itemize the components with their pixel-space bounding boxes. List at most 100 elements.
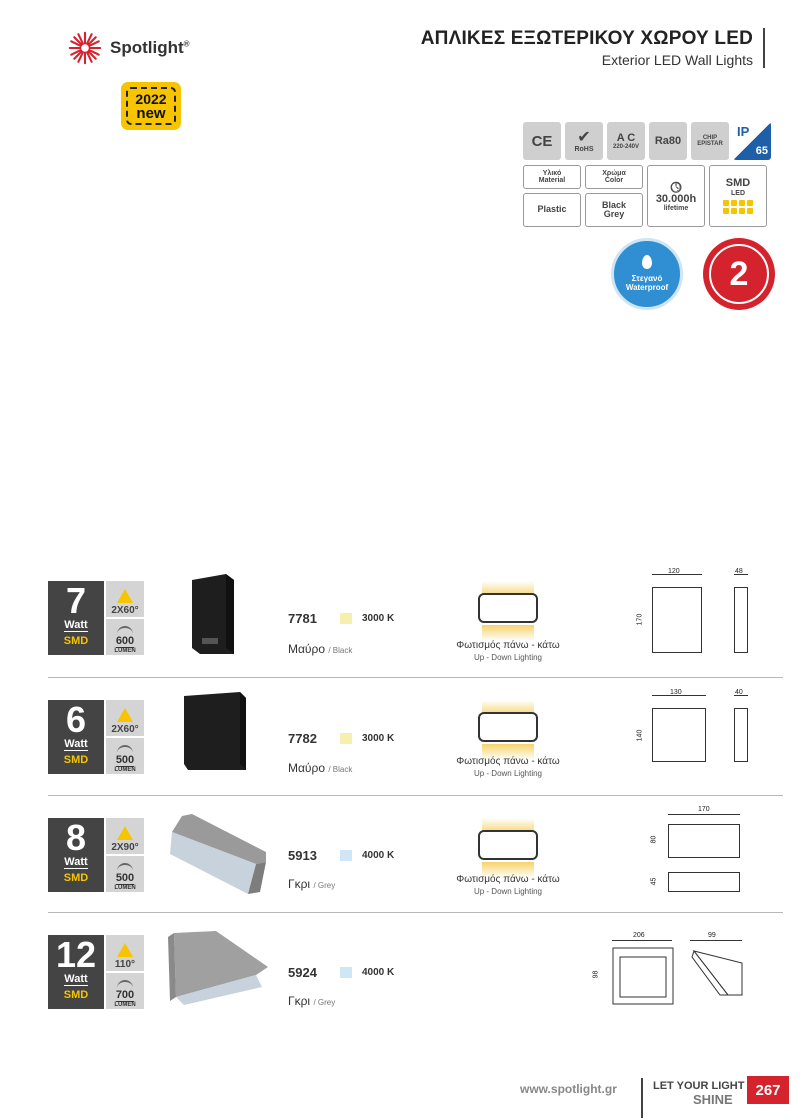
beam-angle-icon <box>117 943 133 957</box>
up-down-lighting-icon <box>478 830 538 860</box>
beam-angle-icon <box>117 826 133 840</box>
clock-icon: 🕓︎ <box>670 178 682 195</box>
ce-icon: CE <box>523 122 561 160</box>
front-view-diagram <box>652 587 702 653</box>
front-view-diagram <box>668 824 740 858</box>
dimension-height: 98 <box>592 970 600 979</box>
dim-line <box>734 695 748 696</box>
spotlight-logo: Spotlight® <box>66 28 216 68</box>
product-image-5913 <box>170 814 266 894</box>
color-temp-swatch <box>340 733 352 744</box>
lighting-type-english: Up - Down Lighting <box>473 887 543 896</box>
brand-name: Spotlight® <box>110 38 190 57</box>
website-url[interactable]: www.spotlight.gr <box>520 1082 617 1096</box>
badge-year: 2022 <box>135 90 167 107</box>
dim-line <box>652 695 706 696</box>
side-view-diagram <box>734 587 748 653</box>
warranty-2-year-badge: 2 <box>703 238 775 310</box>
row-divider <box>48 912 783 913</box>
product-code: 5924 <box>288 965 317 980</box>
dimension-depth: 45 <box>650 877 658 886</box>
down-light-glow <box>482 744 534 760</box>
dim-line <box>734 574 748 575</box>
wattage-block: 8 Watt SMD <box>48 818 104 892</box>
top-view-diagram <box>668 872 740 892</box>
page-number: 267 <box>747 1076 789 1104</box>
lifetime-cell: 🕓︎ 30.000h lifetime <box>647 165 705 227</box>
dimension-width: 170 <box>698 806 710 813</box>
dim-line <box>652 574 702 575</box>
color-temp-swatch <box>340 850 352 861</box>
tagline-line-1: LET YOUR LIGHT <box>653 1080 745 1092</box>
dimension-depth: 48 <box>735 568 743 575</box>
down-light-glow <box>482 862 534 878</box>
product-image-7781 <box>192 574 234 654</box>
product-image-5924 <box>168 931 268 1005</box>
color-temperature: 3000 K <box>362 733 395 744</box>
product-color: Μαύρο / Black <box>288 642 353 656</box>
water-drop-icon <box>642 255 652 270</box>
dimension-depth: 40 <box>735 689 743 696</box>
dimension-width: 120 <box>668 568 680 575</box>
dimension-width: 206 <box>633 932 645 939</box>
sunburst-logo-icon <box>68 31 102 65</box>
beam-angle-block: 2X90° <box>106 818 144 854</box>
beam-angle-block: 110° <box>106 935 144 971</box>
lumen-icon <box>117 626 133 634</box>
tagline-line-2: SHINE <box>693 1092 733 1107</box>
color-temp-swatch <box>340 613 352 624</box>
dimension-depth: 99 <box>708 932 716 939</box>
product-code: 5913 <box>288 848 317 863</box>
page-footer: www.spotlight.gr LET YOUR LIGHT SHINE 26… <box>520 1076 803 1120</box>
lumen-icon <box>117 980 133 988</box>
dimension-height: 170 <box>636 613 644 626</box>
beam-angle-block: 2X60° <box>106 581 144 617</box>
lighting-type-english: Up - Down Lighting <box>473 653 543 662</box>
product-color: Γκρι / Grey <box>288 994 336 1008</box>
product-code: 7781 <box>288 611 317 626</box>
material-value: Plastic <box>523 193 581 227</box>
down-light-glow <box>482 625 534 641</box>
color-temperature: 4000 K <box>362 850 395 861</box>
side-view-diagram <box>734 708 748 762</box>
waterproof-badge: Στεγανό Waterproof <box>611 238 683 310</box>
color-temperature: 3000 K <box>362 613 395 624</box>
lighting-type-english: Up - Down Lighting <box>473 769 543 778</box>
product-color: Μαύρο / Black <box>288 761 353 775</box>
dimension-height: 80 <box>650 835 658 844</box>
page-title-greek: ΑΠΛΙΚΕΣ ΕΞΩΤΕΡΙΚΟΥ ΧΩΡΟΥ LED <box>420 28 753 49</box>
dim-line <box>668 814 740 815</box>
dim-line <box>612 940 672 941</box>
page-title-english: Exterior LED Wall Lights <box>601 52 753 68</box>
smd-led-cell: SMD LED <box>709 165 767 227</box>
color-temp-swatch <box>340 967 352 978</box>
new-2022-badge: 2022 new <box>121 82 181 130</box>
product-image-7782 <box>184 692 246 770</box>
beam-angle-icon <box>117 589 133 603</box>
wattage-block: 6 Watt SMD <box>48 700 104 774</box>
dimension-width: 130 <box>670 689 682 696</box>
product-color: Γκρι / Grey <box>288 877 336 891</box>
page-title-block: ΑΠΛΙΚΕΣ ΕΞΩΤΕΡΙΚΟΥ ΧΩΡΟΥ LED Exterior LE… <box>421 28 765 68</box>
dimension-height: 140 <box>636 729 644 742</box>
lighting-type-greek: Φωτισμός πάνω - κάτω <box>456 874 560 885</box>
badge-label: new <box>136 104 166 122</box>
up-down-lighting-icon <box>478 712 538 742</box>
lumen-icon <box>117 745 133 753</box>
beam-angle-icon <box>117 708 133 722</box>
front-view-diagram <box>652 708 706 762</box>
side-view-diagram <box>691 949 743 996</box>
